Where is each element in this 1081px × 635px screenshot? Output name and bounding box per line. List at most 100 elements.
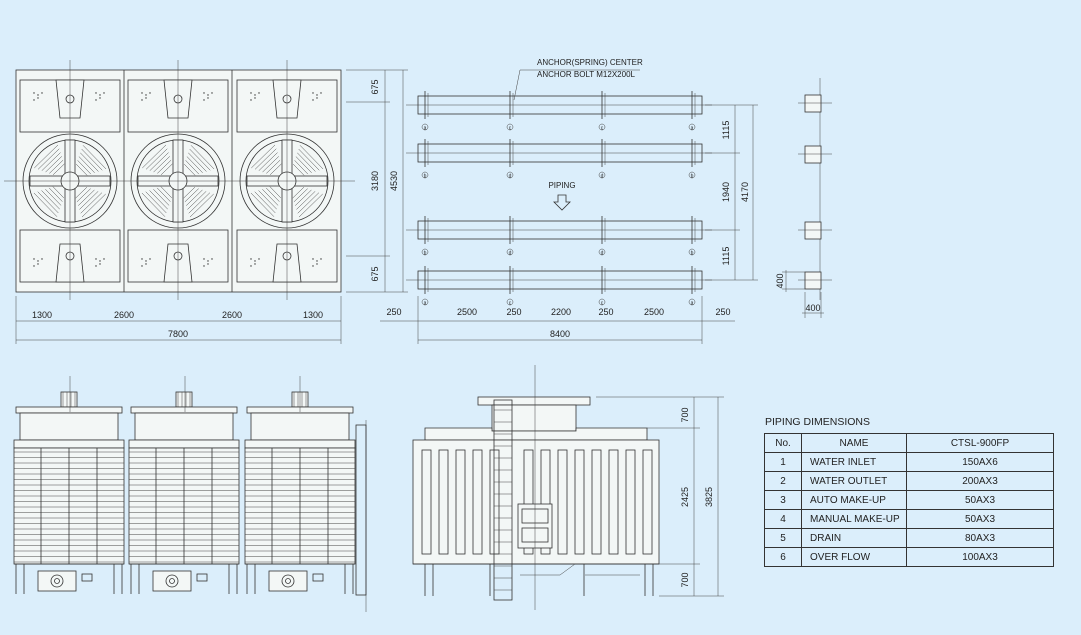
fan-blade-hatch bbox=[183, 163, 196, 176]
side-dim-3825: 3825 bbox=[704, 487, 714, 507]
anchor-marker-circle bbox=[506, 171, 514, 179]
fan-blade-hatch bbox=[258, 190, 277, 210]
vent-dot bbox=[207, 263, 209, 265]
vent-dot bbox=[141, 258, 143, 260]
fan-blade-hatch bbox=[188, 152, 207, 172]
vent-dot bbox=[211, 92, 213, 94]
fan-blade-hatch bbox=[269, 163, 282, 176]
fan-blade-hatch bbox=[297, 152, 316, 172]
vent-dot bbox=[250, 92, 252, 94]
side-louver-slot bbox=[642, 449, 653, 555]
support-legs bbox=[130, 564, 238, 594]
table-cell-no: 2 bbox=[764, 471, 802, 491]
table-cell-no: 1 bbox=[764, 452, 802, 472]
table-cell-size: 200AX3 bbox=[906, 471, 1054, 491]
fan-blade-hatch bbox=[52, 186, 65, 199]
fan-stack bbox=[19, 412, 119, 441]
anchor-dim-2500-b: 2500 bbox=[644, 307, 664, 317]
fan-motor-icon bbox=[60, 391, 78, 408]
plan-dim-675-bottom: 675 bbox=[370, 266, 380, 281]
piping-table-title: PIPING DIMENSIONS bbox=[765, 416, 871, 428]
fan-blade-hatch bbox=[186, 156, 203, 173]
vent-dot bbox=[95, 265, 97, 267]
vent-dot bbox=[145, 94, 147, 96]
fan-blade-hatch bbox=[45, 189, 62, 206]
anchor-marker-circle bbox=[598, 248, 606, 256]
fan-blade-hatch bbox=[251, 144, 276, 169]
vent-dot bbox=[145, 260, 147, 262]
fan-blade-hatch bbox=[37, 148, 60, 170]
anchor-marker-label: c bbox=[509, 126, 512, 132]
vent-dot bbox=[258, 258, 260, 260]
anchor-dim-1115-bottom: 1115 bbox=[721, 247, 731, 266]
plan-dim-2600-a: 2600 bbox=[114, 310, 134, 320]
vent-dot bbox=[312, 92, 314, 94]
fan-blade-hatch bbox=[160, 186, 173, 199]
top-rim bbox=[128, 439, 240, 449]
anchor-dim-250-c: 250 bbox=[598, 307, 613, 317]
fan-blade-hatch bbox=[75, 163, 88, 176]
vent-dot bbox=[207, 97, 209, 99]
fan-blade-hatch bbox=[295, 189, 312, 206]
plan-dim-1300-left: 1300 bbox=[32, 310, 52, 320]
fan-blade-hatch bbox=[250, 192, 275, 217]
vent-dot bbox=[316, 260, 318, 262]
vent-dot bbox=[312, 99, 314, 101]
vent-dot bbox=[33, 99, 35, 101]
fan-blade-hatch bbox=[184, 188, 199, 203]
fan-stack bbox=[250, 412, 350, 441]
vent-dot bbox=[203, 258, 205, 260]
anchor-marker-label: c bbox=[509, 301, 512, 307]
anchor-dim-250-b: 250 bbox=[506, 307, 521, 317]
fan-blade-hatch bbox=[295, 156, 312, 173]
anchor-dim-250-a: 250 bbox=[386, 307, 401, 317]
vent-dot bbox=[41, 92, 43, 94]
vent-dot bbox=[312, 258, 314, 260]
anchor-marker-circle bbox=[688, 171, 696, 179]
fan-blade-hatch bbox=[79, 191, 99, 210]
fan-blade-hatch bbox=[34, 144, 59, 169]
vent-dot bbox=[141, 92, 143, 94]
vent-dot bbox=[254, 94, 256, 96]
vent-dot bbox=[203, 92, 205, 94]
vent-dot bbox=[211, 258, 213, 260]
anchor-center-label: ANCHOR(SPRING) CENTER bbox=[537, 58, 643, 67]
fan-blade-hatch bbox=[293, 188, 308, 203]
vent-dot bbox=[258, 92, 260, 94]
fan-blade-hatch bbox=[297, 192, 320, 214]
piping-box bbox=[268, 570, 308, 592]
vent-dot bbox=[37, 263, 39, 265]
vent-dot bbox=[203, 99, 205, 101]
vent-dot bbox=[41, 258, 43, 260]
side-louver-slot bbox=[421, 449, 432, 555]
anchor-dim-2200: 2200 bbox=[551, 307, 571, 317]
top-rim bbox=[244, 439, 356, 449]
anchor-marker-label: d bbox=[601, 251, 604, 257]
vent-dot bbox=[145, 263, 147, 265]
side-dim-700-bottom: 700 bbox=[680, 572, 690, 587]
anchor-marker-label: b bbox=[691, 174, 694, 180]
fan-stack bbox=[134, 412, 234, 441]
fan-blade-hatch bbox=[81, 148, 103, 171]
side-elevation: 700 2425 700 3825 bbox=[412, 365, 724, 610]
anchor-marker-label: a bbox=[691, 301, 694, 307]
fan-blade-hatch bbox=[262, 156, 279, 173]
fan-blade-hatch bbox=[262, 189, 279, 206]
anchor-marker-circle bbox=[421, 248, 429, 256]
pipe-flange-icon bbox=[165, 574, 179, 588]
header-no: No. bbox=[764, 433, 802, 453]
fan-blade-hatch bbox=[160, 163, 173, 176]
anchor-marker-label: d bbox=[509, 251, 512, 257]
fan-blade-hatch bbox=[141, 192, 166, 217]
piping-arrow-icon bbox=[553, 194, 571, 211]
header-model: CTSL-900FP bbox=[906, 433, 1054, 453]
fan-blade-hatch bbox=[81, 193, 106, 218]
vent-dot bbox=[95, 258, 97, 260]
fan-blade-hatch bbox=[80, 192, 103, 214]
